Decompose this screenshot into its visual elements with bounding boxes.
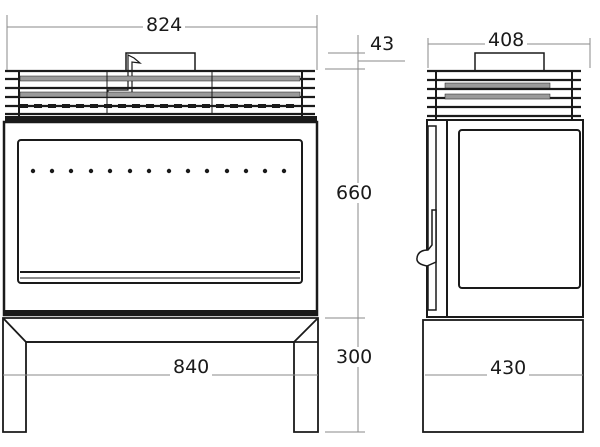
side-flue-collar: [474, 52, 545, 72]
dim-base-width: 840: [170, 357, 213, 377]
door-handle-icon: [416, 209, 437, 267]
side-glass-panel: [458, 129, 581, 289]
dim-body-width: 824: [143, 15, 186, 35]
dim-body-depth: 408: [485, 30, 528, 50]
dim-top-grille-height: 43: [370, 33, 395, 55]
dim-base-depth: 430: [487, 358, 530, 378]
side-view: [416, 52, 584, 433]
glass-door: [17, 139, 303, 284]
dim-base-height: 300: [333, 347, 376, 367]
front-view: [2, 52, 319, 433]
dim-body-height: 660: [333, 183, 376, 203]
air-vent-dots: [30, 168, 287, 174]
